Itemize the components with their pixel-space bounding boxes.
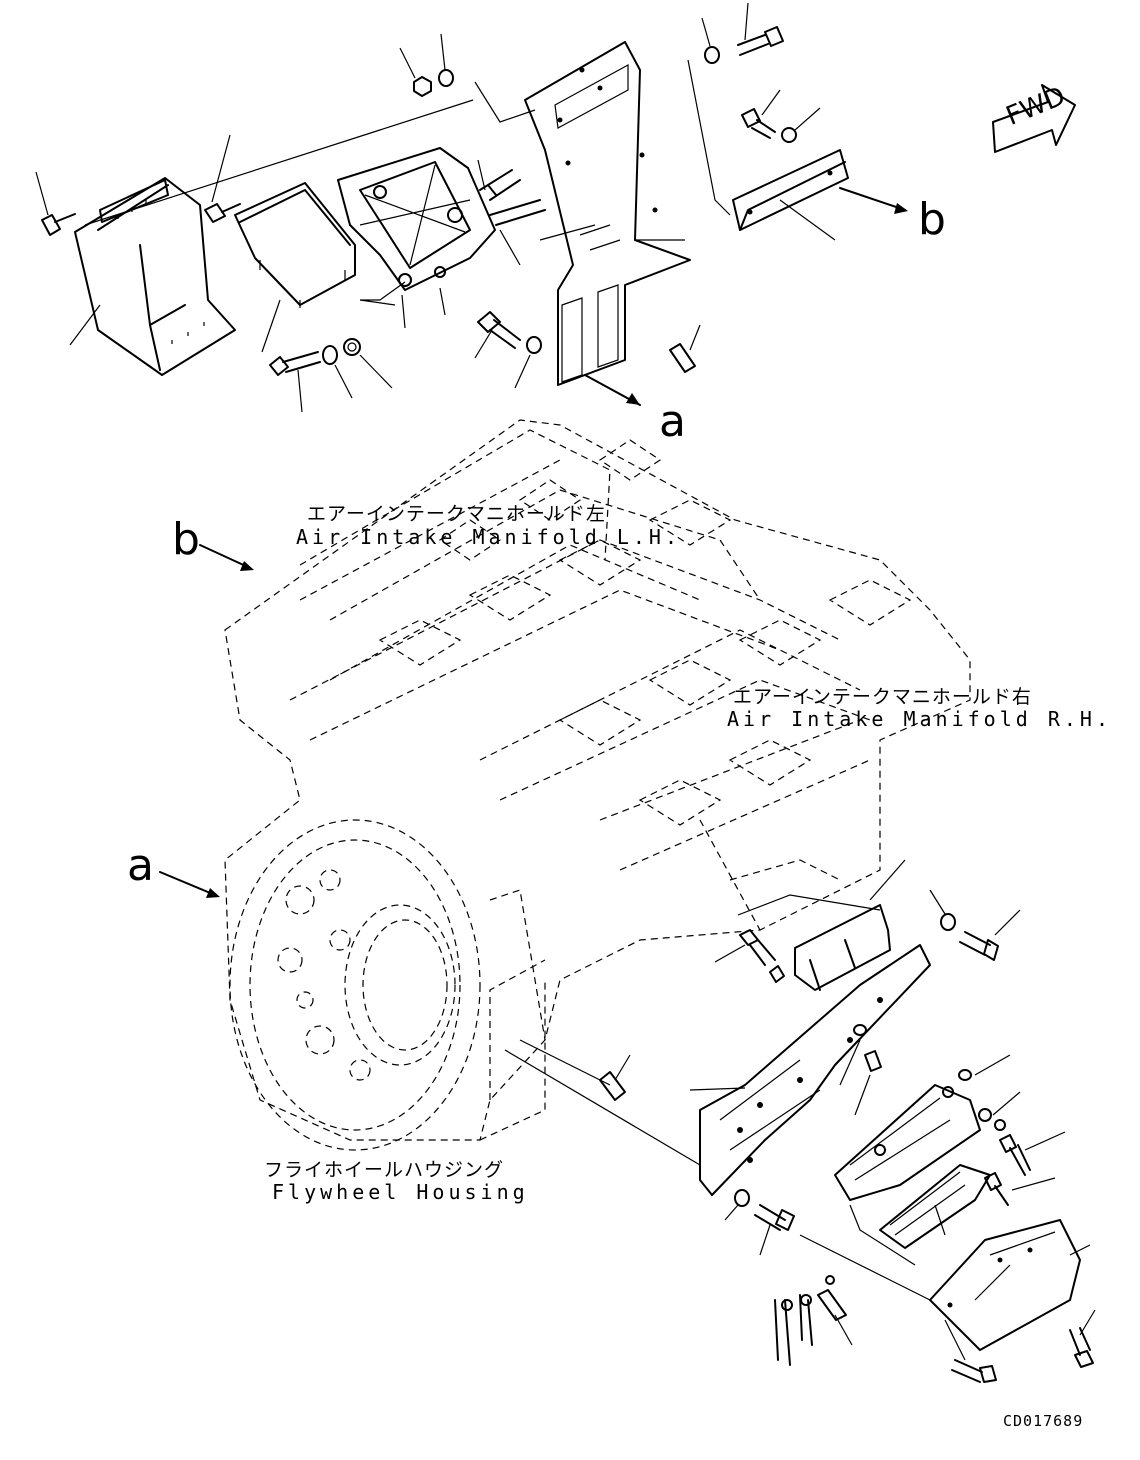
marker-b-top: b	[918, 194, 946, 245]
arrow-a-top	[584, 374, 641, 406]
bolt-lower-bottom	[944, 1319, 997, 1383]
dowel-pin-top	[669, 324, 701, 373]
mounting-bracket-top	[524, 41, 691, 386]
washer-right-mid	[781, 107, 821, 143]
fwd-arrow	[992, 84, 1076, 153]
marker-a-top: a	[659, 396, 686, 447]
bolt-lower-left-plate	[754, 1204, 795, 1256]
clip-lower	[817, 1275, 853, 1346]
dowel-pin-lower	[599, 1054, 631, 1101]
arrow-a-engine	[159, 871, 220, 898]
washer-top-right	[701, 17, 720, 64]
bolt-bracket	[474, 311, 521, 359]
washer-top	[438, 33, 454, 87]
bolt-lower-right	[959, 909, 1021, 961]
bolt-lower-controller	[984, 1131, 1066, 1206]
bolt-2	[204, 134, 241, 223]
controller-base-plate	[337, 147, 496, 291]
manifold-rh-label-en: Air Intake Manifold R.H.	[727, 707, 1112, 731]
drawing-code: CD017689	[1003, 1412, 1084, 1430]
controller-module	[234, 182, 356, 308]
marker-b-engine: b	[172, 514, 200, 565]
engine-block-outline	[224, 419, 971, 1141]
left-cover-bracket	[74, 177, 236, 376]
bolt-top-right	[737, 2, 784, 56]
washer-lower-right	[929, 889, 956, 931]
nut-top	[399, 47, 432, 97]
washer-lower-left	[322, 345, 353, 399]
bolt-lower-mid	[714, 929, 785, 983]
manifold-lh-label-en: Air Intake Manifold L.H.	[296, 525, 681, 549]
lower-cover-bracket	[929, 1219, 1081, 1351]
connector-lower	[958, 1054, 1021, 1131]
controller-base-lower	[834, 1084, 981, 1201]
mounting-plate-lower	[699, 944, 931, 1196]
bracket-lower	[794, 859, 906, 991]
wire-harness	[774, 1294, 813, 1366]
washer-bracket	[514, 336, 542, 389]
spring-washer-lower-left	[343, 338, 393, 389]
flywheel-housing-outline	[229, 819, 481, 1151]
spacer-lower	[839, 1024, 882, 1116]
marker-a-engine: a	[127, 840, 154, 891]
flywheel-label-jp: フライホイールハウジング	[264, 1159, 505, 1181]
connector-bolts	[477, 159, 546, 226]
manifold-lh-label-jp: エアーインテークマニホールド左	[307, 503, 606, 525]
bolt-1	[35, 171, 76, 236]
bolt-lower-cover	[1069, 1309, 1096, 1368]
manifold-rh-label-jp: エアーインテークマニホールド右	[733, 686, 1032, 708]
washer-lower-left	[724, 1189, 750, 1221]
controller-module-lower	[879, 1164, 991, 1249]
arrow-b-top	[839, 187, 908, 214]
bolt-right-mid	[741, 89, 781, 139]
small-bracket-top	[732, 149, 849, 231]
arrow-b-engine	[199, 544, 254, 571]
flywheel-label-en: Flywheel Housing	[272, 1180, 529, 1204]
bolt-lower-left	[269, 351, 321, 413]
